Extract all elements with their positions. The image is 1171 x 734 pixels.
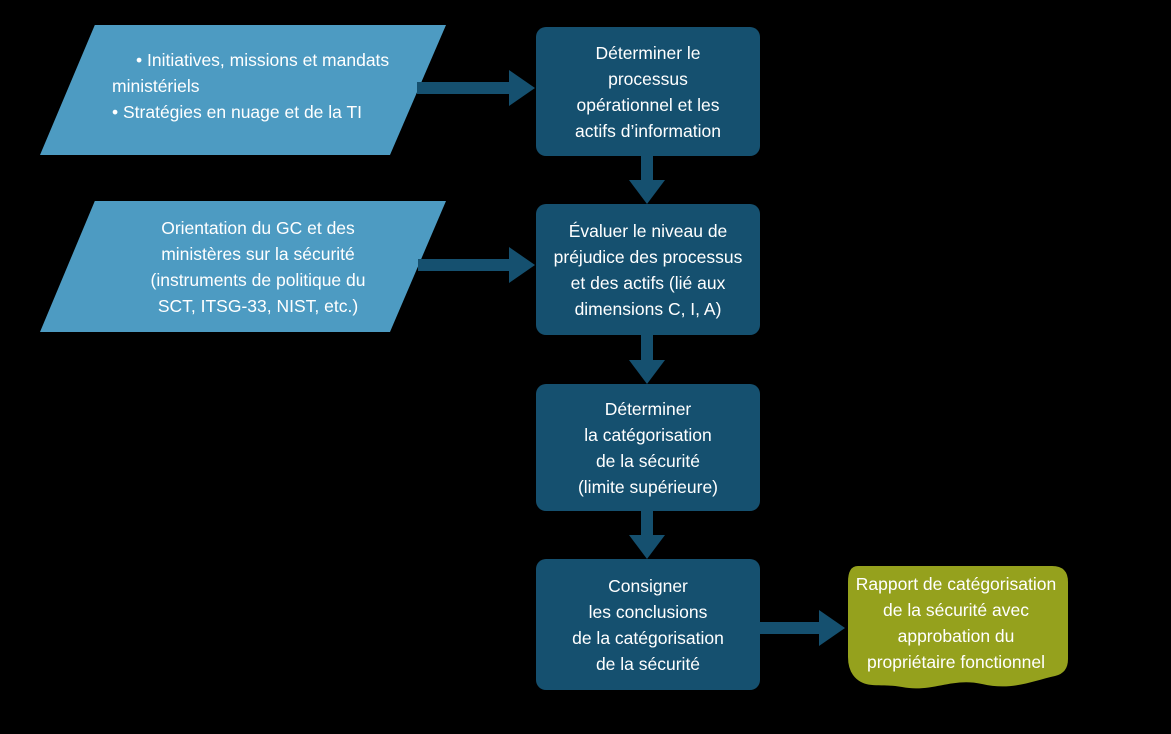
process-evaluate-injury-text: Évaluer le niveau de préjudice des proce… [553, 220, 743, 319]
arrow-step3-to-step4 [629, 511, 665, 559]
arrow-head [629, 180, 665, 204]
arrow-head [629, 535, 665, 559]
arrow-head [819, 610, 845, 646]
process-determine-assets-box: Déterminer le processus opérationnel et … [536, 27, 760, 156]
process-evaluate-injury-box: Évaluer le niveau de préjudice des proce… [536, 204, 760, 335]
process-record-conclusions-text: Consigner les conclusions de la catégori… [572, 575, 724, 674]
input-initiatives-parallelogram: • Initiatives, missions et mandats minis… [40, 25, 446, 155]
arrow-head [509, 247, 535, 283]
process-record-conclusions-box: Consigner les conclusions de la catégori… [536, 559, 760, 690]
arrow-step4-to-output [760, 610, 845, 646]
output-blob-shape [848, 566, 1068, 689]
process-determine-assets-text: Déterminer le processus opérationnel et … [575, 42, 721, 141]
process-determine-categorization-box: Déterminer la catégorisation de la sécur… [536, 384, 760, 511]
arrow-head [629, 360, 665, 384]
arrow-input1-to-step1 [417, 70, 535, 106]
parallelogram-shape [40, 201, 446, 332]
input-gc-orientation-parallelogram: Orientation du GC et des ministères sur … [40, 201, 446, 332]
input-gc-orientation-text: Orientation du GC et des ministères sur … [150, 218, 366, 316]
output-categorization-report-shape: Rapport de catégorisation de la sécurité… [840, 563, 1072, 701]
arrow-shaft [760, 622, 821, 634]
arrow-shaft [641, 511, 653, 537]
arrow-head [509, 70, 535, 106]
arrow-step1-to-step2 [629, 156, 665, 204]
arrow-shaft [417, 82, 511, 94]
parallelogram-shape [40, 25, 446, 155]
arrow-shaft [641, 335, 653, 362]
arrow-input2-to-step2 [418, 247, 535, 283]
arrow-shaft [418, 259, 511, 271]
input-initiatives-text: • Initiatives, missions et mandats minis… [112, 50, 390, 122]
output-categorization-report-text: Rapport de catégorisation de la sécurité… [855, 574, 1057, 672]
arrow-shaft [641, 156, 653, 182]
arrow-step2-to-step3 [629, 335, 665, 384]
process-determine-categorization-text: Déterminer la catégorisation de la sécur… [577, 398, 719, 497]
output-blob-path [848, 566, 1068, 689]
